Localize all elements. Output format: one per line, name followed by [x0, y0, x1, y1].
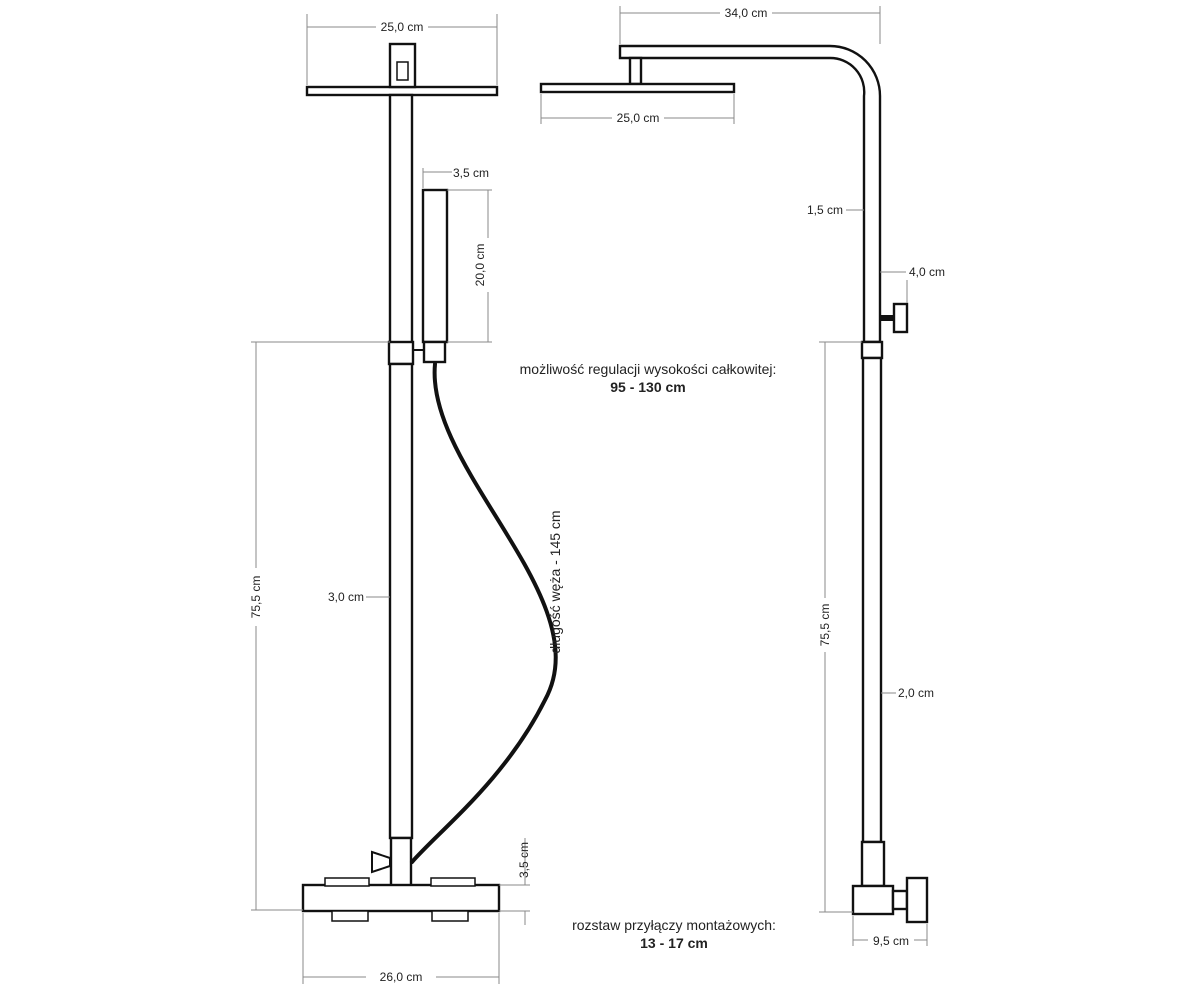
front-shower-hose: [410, 362, 558, 864]
front-diverter-knob: [371, 850, 391, 874]
side-knob-offset-label: 4,0 cm: [909, 265, 945, 279]
side-showerhead-width-label: 25,0 cm: [617, 111, 660, 125]
front-hose-length-label: długość węża - 145 cm: [547, 510, 563, 653]
side-lower-sleeve: [860, 840, 886, 888]
front-handshower: [421, 188, 449, 344]
side-upper-pipe-diameter-label: 1,5 cm: [807, 203, 843, 217]
front-mixer-height-label: 3,5 cm: [517, 842, 531, 878]
front-height-adjuster: [387, 340, 415, 366]
side-arm-reach-label: 34,0 cm: [725, 6, 768, 20]
spacing-label: rozstaw przyłączy montażowych:: [572, 917, 776, 933]
front-lower-pipe: [388, 362, 414, 840]
front-mixer-width-label: 26,0 cm: [380, 970, 423, 984]
side-mixer-body: [851, 884, 895, 916]
front-mixer-body: [301, 883, 501, 913]
front-mixer-left-handle: [324, 877, 370, 887]
front-pipe-diameter-label: 3,0 cm: [328, 590, 364, 604]
front-mixer-right-handle: [430, 877, 476, 887]
side-showerhead-plate: [539, 82, 736, 94]
side-head-connector: [628, 56, 643, 86]
front-showerhead-width-label: 25,0 cm: [381, 20, 424, 34]
height-adjustment-label: możliwość regulacji wysokości całkowitej…: [520, 361, 777, 377]
notes: możliwość regulacji wysokości całkowitej…: [520, 361, 777, 951]
front-handshower-holder: [422, 340, 447, 364]
front-handshower-width-label: 3,5 cm: [453, 166, 489, 180]
height-adjustment-value: 95 - 130 cm: [610, 379, 686, 395]
front-view: [301, 42, 558, 922]
front-head-connector-slot: [396, 61, 409, 81]
spacing-value: 13 - 17 cm: [640, 935, 708, 951]
side-mixer-connector: [891, 889, 909, 911]
side-view: [539, 44, 929, 924]
front-mixer-left-connector: [331, 910, 369, 922]
side-lower-pipe-diameter-label: 2,0 cm: [898, 686, 934, 700]
side-height-adjuster: [860, 340, 884, 360]
front-lower-pipe-height-label: 75,5 cm: [249, 576, 263, 619]
front-handshower-length-label: 20,0 cm: [473, 244, 487, 287]
side-mixer-depth-label: 9,5 cm: [873, 934, 909, 948]
front-upper-pipe: [388, 93, 414, 345]
side-height-knob: [892, 302, 909, 334]
side-lower-pipe-height-label: 75,5 cm: [818, 604, 832, 647]
side-lower-pipe: [861, 356, 883, 844]
side-mixer-knob: [905, 876, 929, 924]
front-lower-pipe-base: [389, 836, 413, 888]
side-dimensions: 34,0 cm 25,0 cm 1,5 cm 4,0 cm 75,5 cm 2,…: [540, 6, 945, 948]
front-mixer-right-connector: [431, 910, 469, 922]
front-dimensions: 25,0 cm 3,5 cm 20,0 cm 75,5 cm 3,0 cm dł…: [249, 14, 563, 984]
